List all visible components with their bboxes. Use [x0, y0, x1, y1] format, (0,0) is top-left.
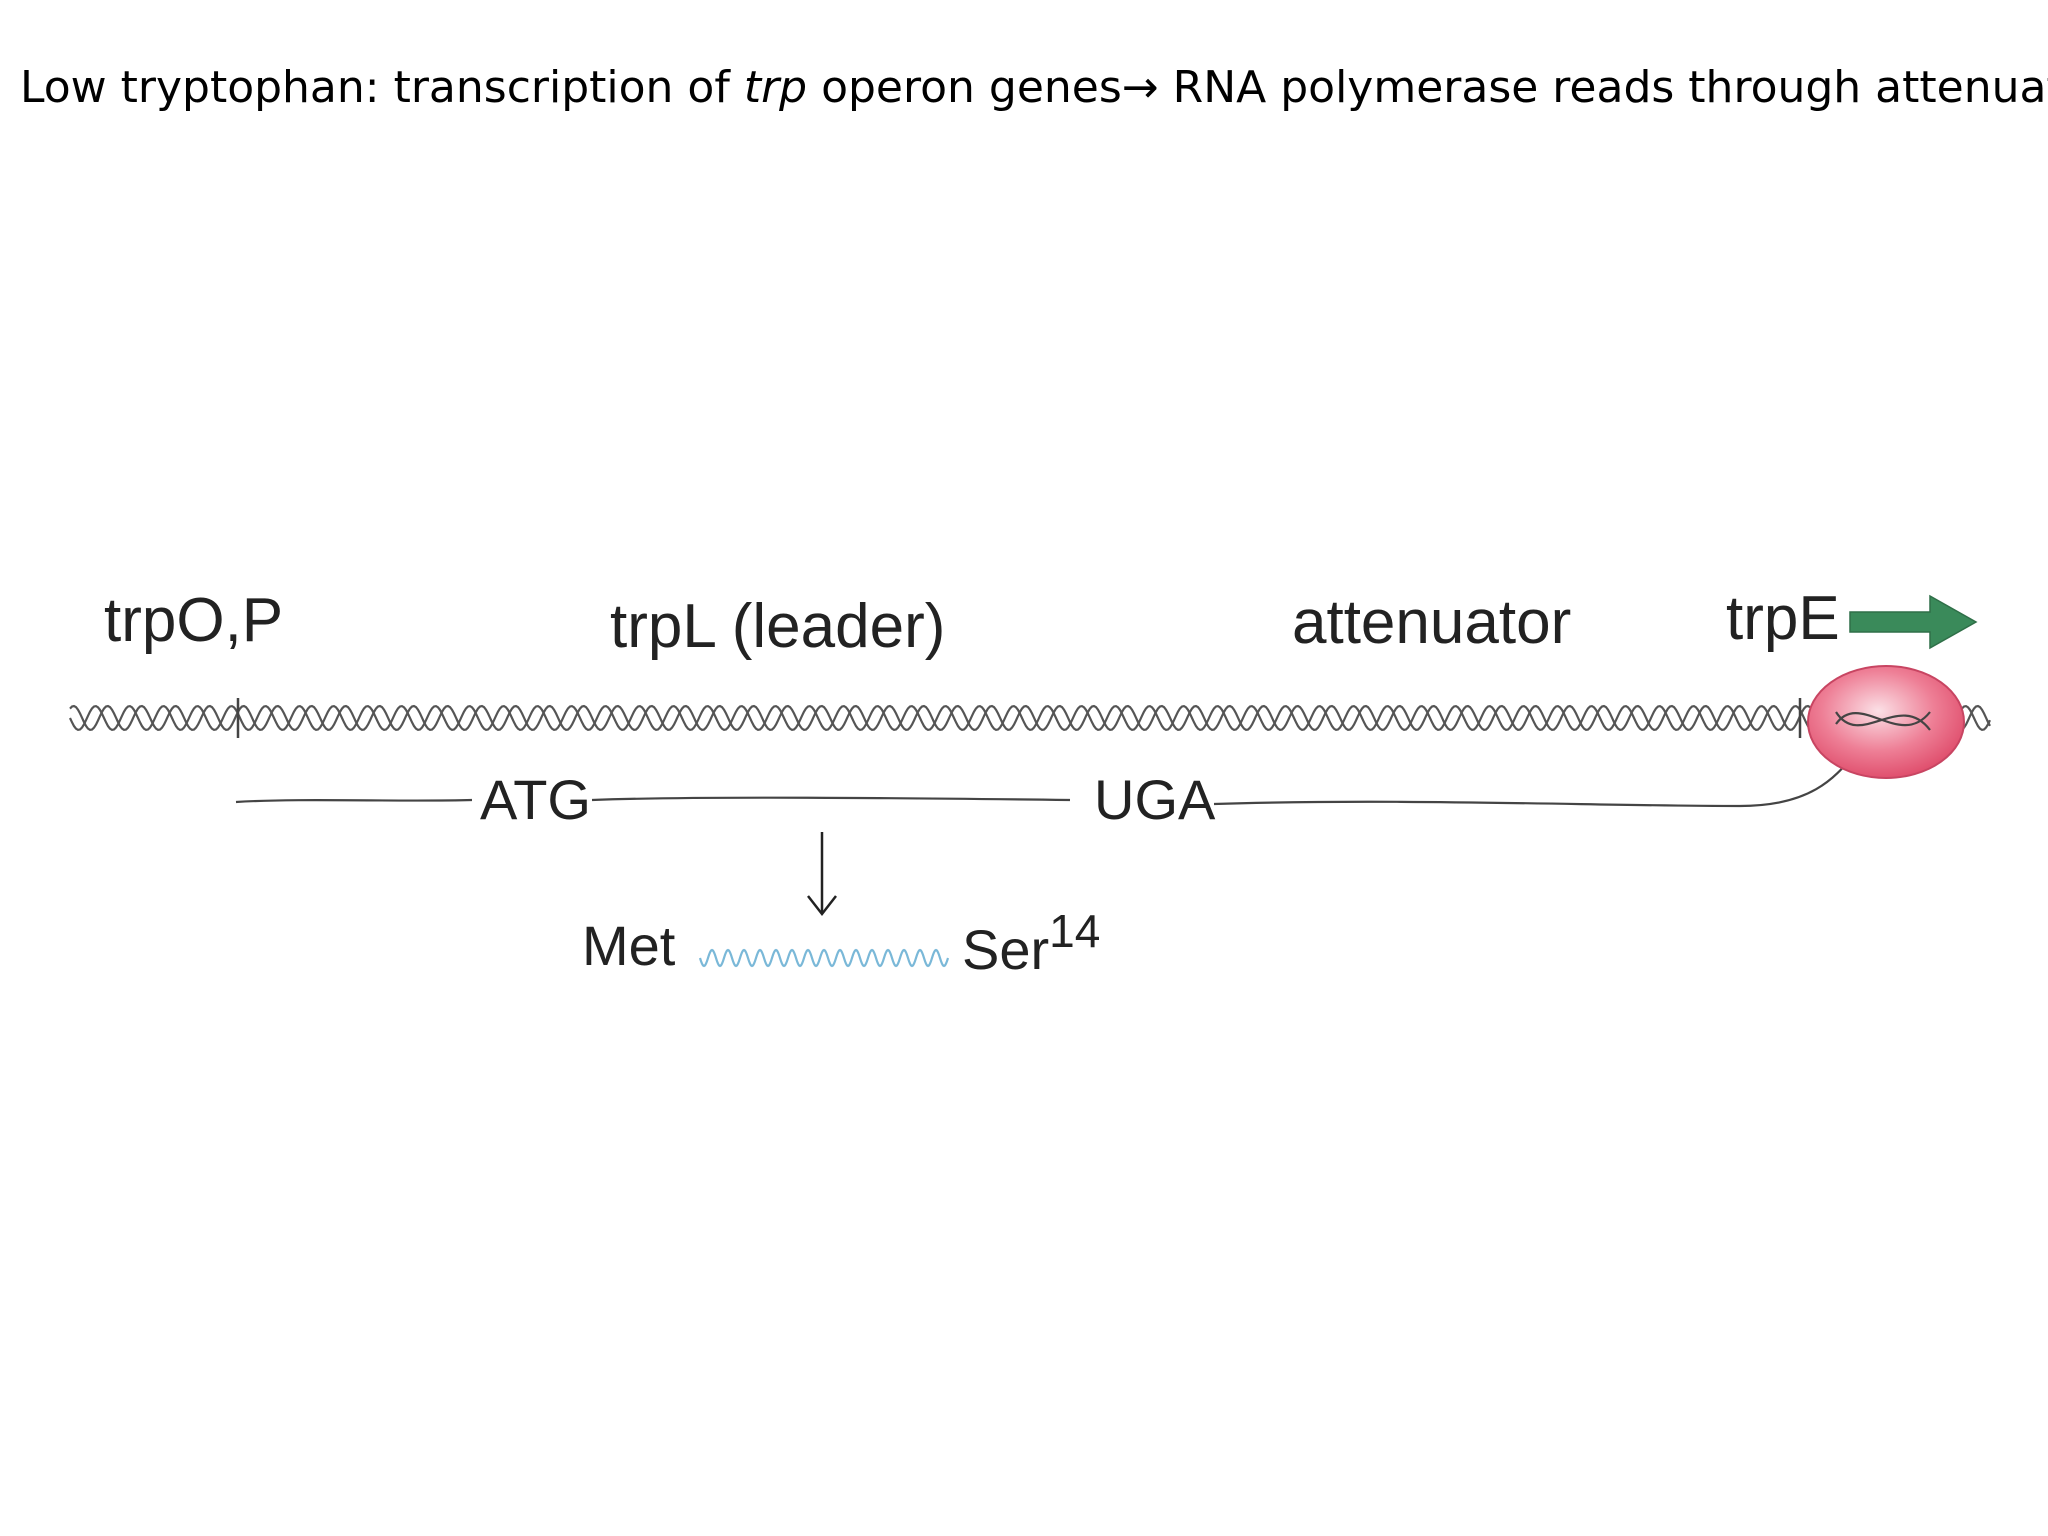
label-trpl-leader: trpL (leader) [610, 592, 946, 661]
title-pre: Low tryptophan: transcription of [20, 62, 744, 113]
codon-atg: ATG [480, 768, 591, 831]
slide-title: Low tryptophan: transcription of trp ope… [20, 62, 2048, 113]
peptide-end-superscript: 14 [1049, 905, 1101, 957]
translation-arrow-icon [807, 832, 837, 917]
peptide-end-ser: Ser [962, 918, 1050, 981]
direction-arrow-icon [1849, 594, 1978, 650]
peptide-end-ser14: Ser14 [962, 908, 1100, 978]
rna-polymerase-icon [1807, 665, 1965, 779]
peptide-start-met: Met [582, 914, 676, 977]
title-trp-italic: trp [743, 62, 808, 113]
title-arrow: → [1121, 62, 1159, 113]
label-trpo-p: trpO,P [104, 586, 284, 655]
peptide-squiggle-icon [698, 948, 950, 968]
title-mid: operon genes [807, 62, 1122, 113]
label-trpe: trpE [1726, 584, 1840, 653]
mrna-transcript [235, 747, 1861, 808]
dna-helix-icon [69, 704, 1991, 732]
title-post: RNA polymerase reads through attenuator. [1158, 62, 2048, 113]
label-attenuator: attenuator [1292, 588, 1572, 657]
dna-strand-b [69, 704, 1991, 732]
codon-uga: UGA [1094, 768, 1216, 831]
